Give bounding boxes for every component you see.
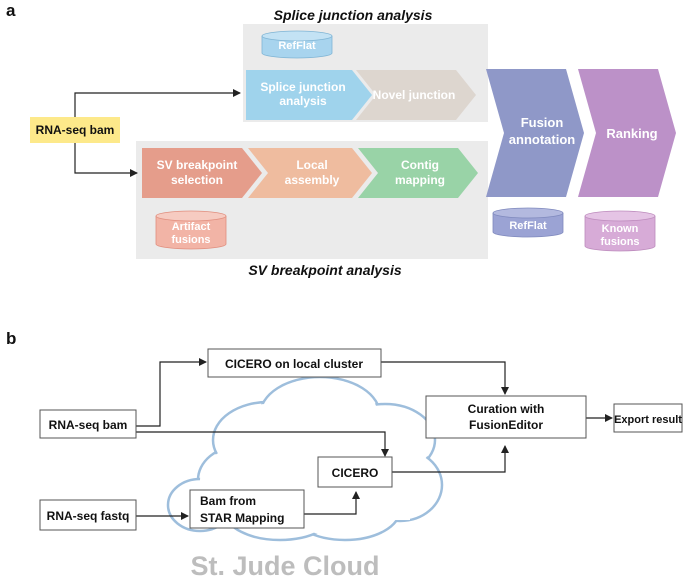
local-to-curation-arrow (381, 361, 509, 395)
known-fusions-label-1: Known (602, 223, 639, 235)
splice-refflat-label: RefFlat (278, 40, 316, 52)
fusion-annotation-label-2: annotation (509, 132, 575, 147)
bam-to-local-arrow (136, 358, 207, 427)
star-mapping-label-1: Bam from (200, 494, 256, 508)
curation-fusioneditor-box (425, 395, 587, 439)
rna-seq-bam-input (30, 117, 120, 143)
rna-seq-fastq-box-label: RNA-seq fastq (47, 509, 130, 523)
fusion-annotation-step (486, 69, 584, 197)
bam-to-cicero-arrow (136, 431, 389, 457)
artifact-fusions-database: Artifact fusions (155, 210, 227, 250)
known-fusions-database: Known fusions (584, 210, 656, 252)
cicero-local-cluster-box (207, 348, 382, 378)
annotation-refflat-database: RefFlat (492, 207, 564, 238)
st-jude-cloud-label: St. Jude Cloud (191, 551, 380, 576)
rna-seq-bam-label: RNA-seq bam (36, 123, 115, 137)
annotation-refflat-label: RefFlat (509, 220, 547, 232)
panel-b-label: b (6, 329, 16, 348)
curation-label-1: Curation with (468, 402, 545, 416)
splice-junction-label-1: Splice junction (260, 80, 345, 94)
contig-mapping-step (358, 148, 478, 198)
cicero-cloud-box (317, 456, 393, 488)
rna-seq-bam-box (39, 409, 137, 439)
fusion-annotation-label-1: Fusion (521, 115, 564, 130)
splice-section-title: Splice junction analysis (274, 7, 433, 23)
star-to-cicero-arrow (304, 491, 360, 515)
rna-seq-bam-box-label: RNA-seq bam (49, 418, 128, 432)
star-mapping-box (189, 489, 305, 529)
splice-junction-label-2: analysis (279, 94, 327, 108)
novel-junction-step (356, 70, 476, 120)
curation-label-2: FusionEditor (469, 418, 543, 432)
novel-junction-label: Novel junction (373, 88, 456, 102)
sv-section-title: SV breakpoint analysis (248, 262, 401, 278)
cicero-cloud-label: CICERO (332, 466, 379, 480)
export-result-label: Export result (614, 414, 682, 426)
artifact-fusions-label-1: Artifact (172, 221, 211, 233)
contig-mapping-label-2: mapping (395, 173, 445, 187)
export-result-box (613, 403, 683, 433)
cicero-local-cluster-label: CICERO on local cluster (225, 357, 363, 371)
sv-breakpoint-label-2: selection (171, 173, 223, 187)
contig-mapping-label-1: Contig (401, 158, 439, 172)
sv-breakpoint-label-1: SV breakpoint (157, 158, 238, 172)
local-assembly-label-1: Local (296, 158, 327, 172)
local-assembly-step (248, 148, 372, 198)
rna-seq-fastq-box (39, 499, 137, 531)
ranking-label: Ranking (606, 126, 657, 141)
panel-a-label: a (6, 1, 16, 20)
artifact-fusions-label-2: fusions (171, 234, 210, 246)
ranking-step (578, 69, 676, 197)
input-to-sv-arrow (74, 143, 138, 177)
known-fusions-label-2: fusions (600, 236, 639, 248)
star-mapping-label-2: STAR Mapping (200, 511, 284, 525)
sv-breakpoint-selection-step (142, 148, 262, 198)
splice-refflat-database: RefFlat (261, 30, 333, 59)
cicero-to-curation-arrow (392, 445, 509, 473)
input-to-splice-arrow (74, 89, 241, 117)
local-assembly-label-2: assembly (285, 173, 340, 187)
splice-junction-analysis-step (246, 70, 372, 120)
